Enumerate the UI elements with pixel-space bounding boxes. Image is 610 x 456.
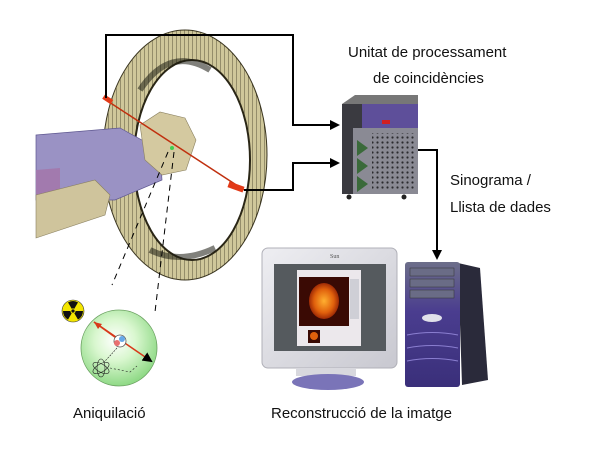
line-of-response bbox=[102, 94, 245, 193]
workstation-monitor: Sun bbox=[261, 247, 398, 390]
sinogram-label-line1: Sinograma / bbox=[450, 172, 531, 189]
signal-connectors bbox=[105, 34, 442, 260]
sinogram-label-line2: Llista de dades bbox=[450, 199, 551, 216]
workstation-tower bbox=[405, 262, 488, 387]
connector-to-workstation bbox=[417, 149, 442, 260]
connector-top-detector bbox=[105, 34, 340, 130]
zoom-guide-lines bbox=[111, 151, 175, 313]
processing-unit-label-line2: de coincidències bbox=[373, 70, 484, 87]
processing-unit-label-line1: Unitat de processament bbox=[348, 44, 507, 61]
sun-logo-monitor: Sun bbox=[330, 254, 339, 260]
coincidence-processing-server bbox=[342, 95, 418, 200]
annihilation-sphere bbox=[80, 309, 158, 387]
patient-figure bbox=[35, 111, 197, 239]
annihilation-label: Aniquilació bbox=[73, 405, 146, 422]
radiation-trefoil-icon bbox=[61, 299, 85, 323]
connector-bottom-detector bbox=[244, 158, 340, 191]
reconstruction-label: Reconstrucció de la imatge bbox=[271, 405, 452, 422]
